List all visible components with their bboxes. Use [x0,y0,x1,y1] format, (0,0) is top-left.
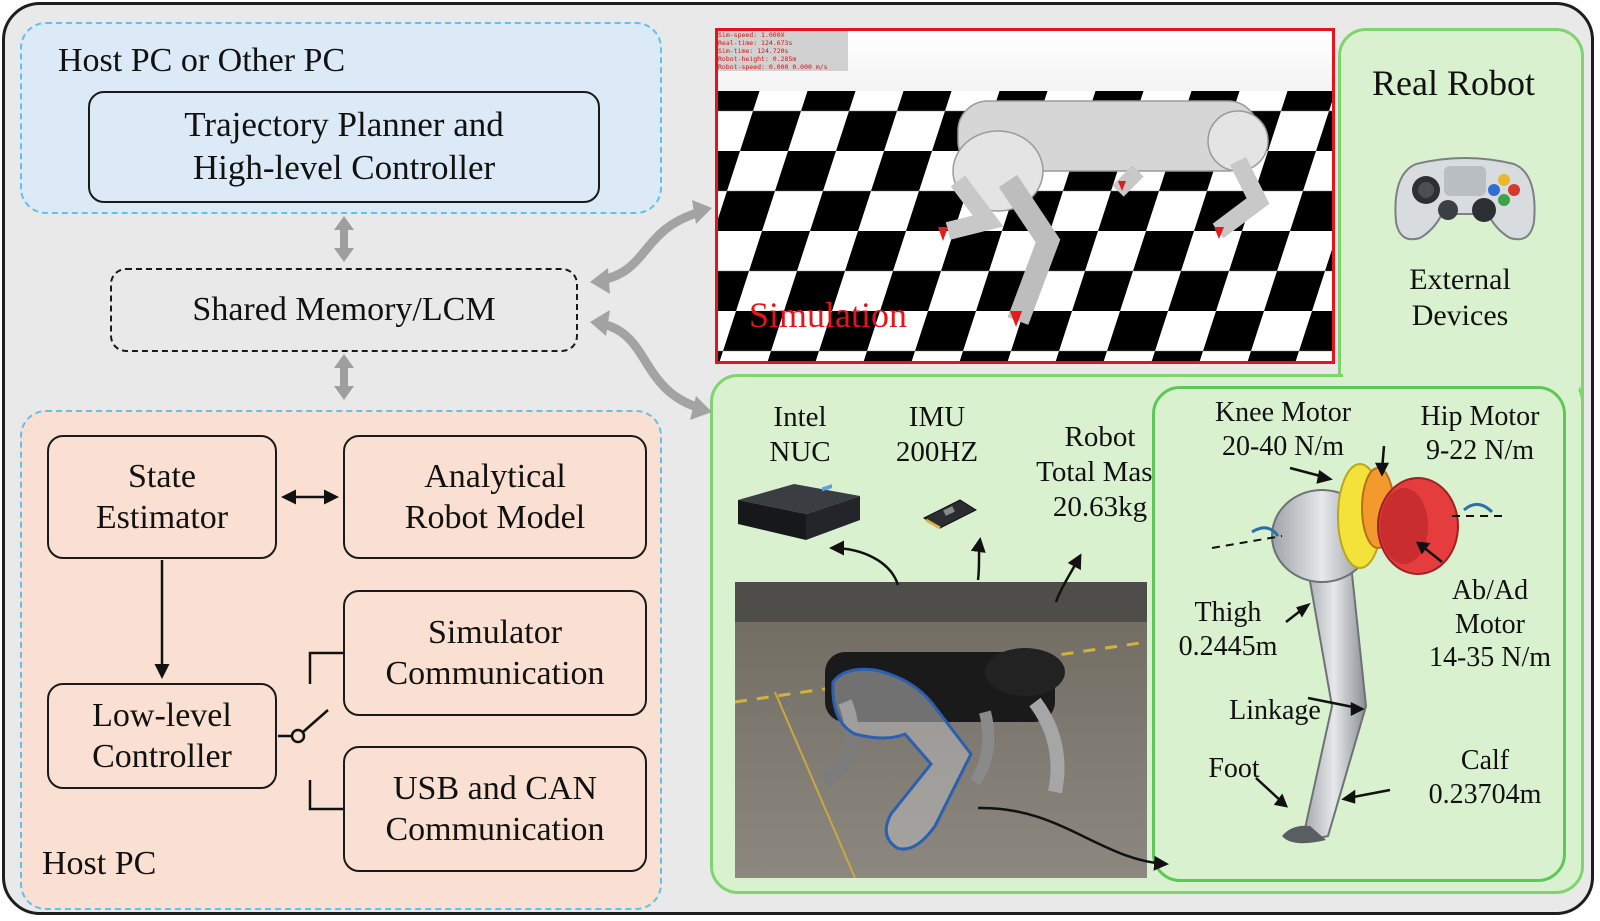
low-level-controller-box: Low-level Controller [47,683,277,789]
simulation-hud: Sim-speed: 1.000X Real-time: 124.673s Si… [718,31,828,71]
imu-board-icon [922,499,978,530]
simulator-communication-box: Simulator Communication [343,590,647,716]
gray-curved-arrows [600,207,702,413]
gamepad-icon [1394,157,1536,241]
intel-nuc-icon [738,484,860,540]
linkage-label: Linkage [1229,695,1321,726]
mass-pointer [1054,553,1082,603]
simulation-view [715,28,1335,364]
imu-label: IMU 200HZ [895,401,979,468]
robot-mass-label: Robot Total Mass 20.63kg [1036,421,1164,523]
gray-vertical-arrows [334,216,354,400]
analytical-robot-model-box: Analytical Robot Model [343,435,647,559]
hip-motor-label: Hip Motor 9-22 N/m [1420,401,1540,466]
real-robot-panel-top [1338,28,1584,438]
robot-photo [735,582,1147,878]
hud-line: Sim-speed: 1.000X [718,31,785,39]
abad-motor-label: Ab/Ad Motor 14-35 N/m [1428,575,1552,674]
leg-render [1211,445,1504,844]
knee-motor-label: Knee Motor 20-40 N/m [1214,397,1352,462]
nuc-pointer [829,540,900,586]
hud-line: Real-time: 124.673s [718,39,793,47]
usb-can-communication-box: USB and CAN Communication [343,746,647,872]
checkerboard-render [718,31,1332,361]
imu-pointer [970,537,986,581]
hud-line: Robot-height: 0.285m [718,55,797,63]
leg-zoom-pointer [977,806,1169,871]
host-pc-title: Host PC [42,845,157,882]
switch-connector [278,651,343,811]
simulation-label: Simulation [749,295,908,335]
panel-joint [1343,370,1579,390]
thigh-label: Thigh 0.2445m [1178,597,1278,662]
host-pc-or-other-pc-title: Host PC or Other PC [58,42,346,79]
foot-label: Foot [1208,753,1260,784]
robot-render [945,100,1270,325]
hud-line: Sim-time: 124.720s [718,47,789,55]
calf-label: Calf 0.23704m [1428,745,1542,810]
trajectory-planner-box: Trajectory Planner and High-level Contro… [88,91,600,203]
state-estimator-box: State Estimator [47,435,277,559]
intel-nuc-label: Intel NUC [769,401,831,468]
real-robot-title: Real Robot [1372,63,1535,103]
external-devices-label: External Devices [1409,263,1511,332]
shared-memory-box: Shared Memory/LCM [110,268,578,352]
hud-line: Robot-speed: 0.000 0.000 m/s [718,63,828,71]
highlighted-leg [831,667,973,851]
